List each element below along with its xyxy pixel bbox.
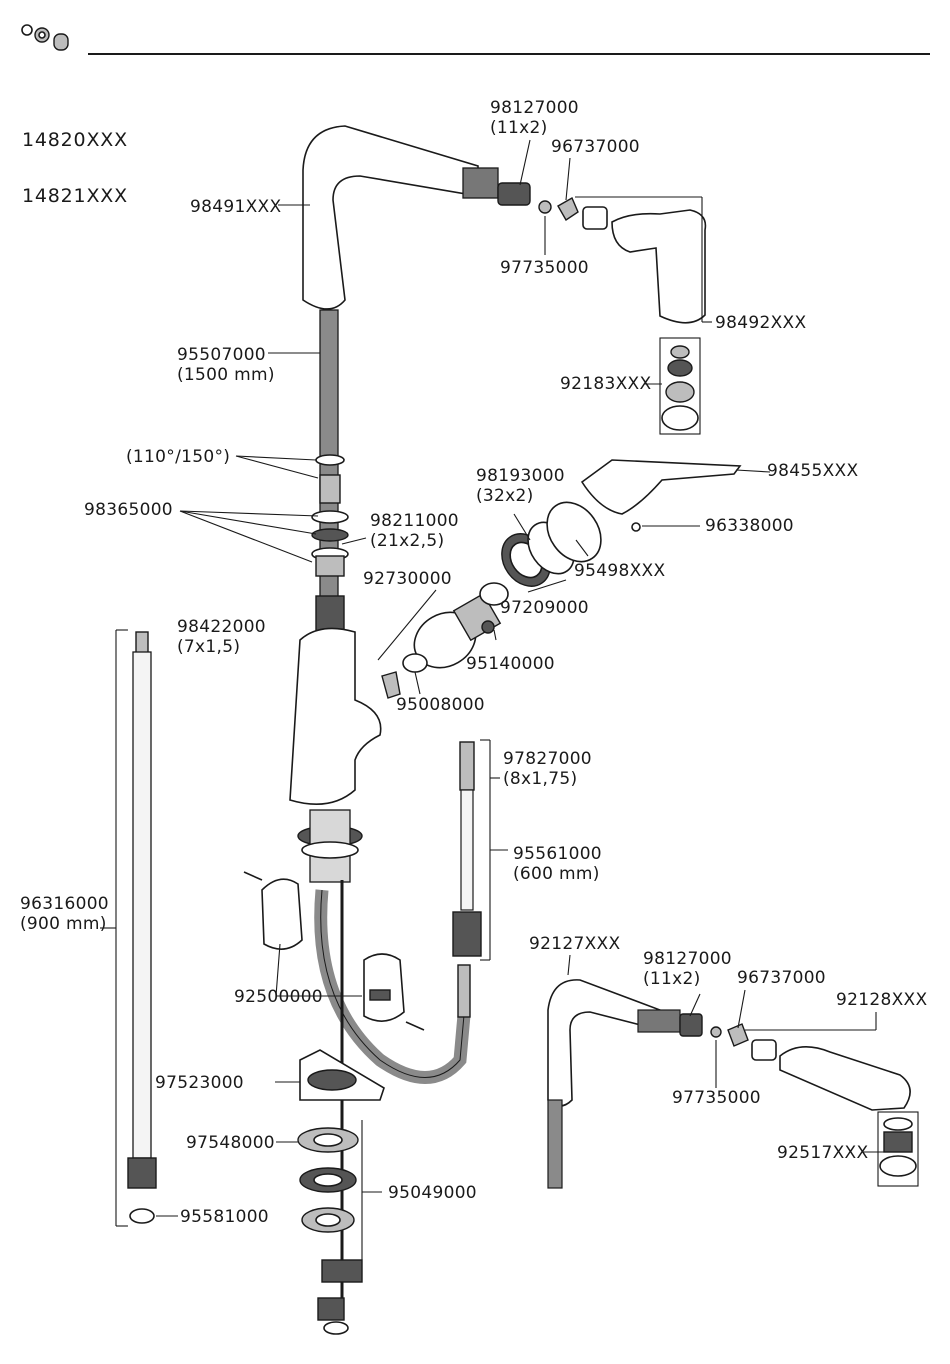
part-label: (110°/150°) [126, 447, 231, 467]
part-label: 97523000 [155, 1073, 244, 1093]
part-label: 95008000 [396, 695, 485, 715]
lever-98455xxx [580, 459, 742, 515]
part-label: 95507000(1500 mm) [177, 345, 275, 385]
parts-icon [21, 24, 69, 51]
spray-head-92128xxx [779, 1046, 919, 1187]
part-label: 97209000 [500, 598, 589, 618]
part-label: 92183XXX [560, 374, 652, 394]
model-number: 14821XXX [22, 185, 128, 207]
spout-98491xxx [302, 125, 499, 310]
threaded-shank [297, 809, 363, 883]
part-label: 98365000 [84, 500, 173, 520]
part-label: 98455XXX [767, 461, 859, 481]
part-label: 92128XXX [836, 990, 928, 1010]
part-label: 96338000 [705, 516, 794, 536]
part-label: 98491XXX [190, 197, 282, 217]
part-label: 95049000 [388, 1183, 477, 1203]
spray-head-98492xxx [611, 209, 707, 435]
spout-92127xxx [547, 979, 777, 1189]
supply-hose-95561000 [452, 739, 491, 961]
part-label: 92127XXX [529, 934, 621, 954]
part-label: 95581000 [180, 1207, 269, 1227]
part-label: 98211000(21x2,5) [370, 511, 459, 551]
handle-rings [501, 501, 602, 587]
supply-hose-96316000 [115, 629, 157, 1227]
part-label: 98193000(32x2) [476, 466, 565, 506]
part-label: 97735000 [500, 258, 589, 278]
part-label: 96737000 [551, 137, 640, 157]
part-label: 92500000 [234, 987, 323, 1007]
part-label: 98127000(11x2) [643, 949, 732, 989]
model-number: 14820XXX [22, 129, 128, 151]
hose-weight-92500000 [243, 871, 425, 1031]
mounting-plate-97523000 [299, 1049, 385, 1101]
lever-screw [631, 522, 641, 532]
part-label: 96316000(900 mm) [20, 894, 109, 934]
hose-end [457, 964, 471, 1018]
part-label: 98127000(11x2) [490, 98, 579, 138]
part-label: 97548000 [186, 1133, 275, 1153]
part-label: 97827000(8x1,75) [503, 749, 592, 789]
part-label: 95498XXX [574, 561, 666, 581]
washers-97548000 [297, 1120, 363, 1335]
part-label: 97735000 [672, 1088, 761, 1108]
faucet-body [289, 627, 382, 806]
part-label: 98422000(7x1,5) [177, 617, 266, 657]
part-label: 95561000(600 mm) [513, 844, 602, 884]
part-label: 92517XXX [777, 1143, 869, 1163]
part-label: 92730000 [363, 569, 452, 589]
part-label: 95140000 [466, 654, 555, 674]
cartridge-92730000 [381, 582, 509, 699]
leader-lines [100, 139, 884, 1217]
hose-rings [311, 454, 349, 633]
part-label: 96737000 [737, 968, 826, 988]
part-label: 98492XXX [715, 313, 807, 333]
spout-connector-parts [497, 182, 608, 230]
